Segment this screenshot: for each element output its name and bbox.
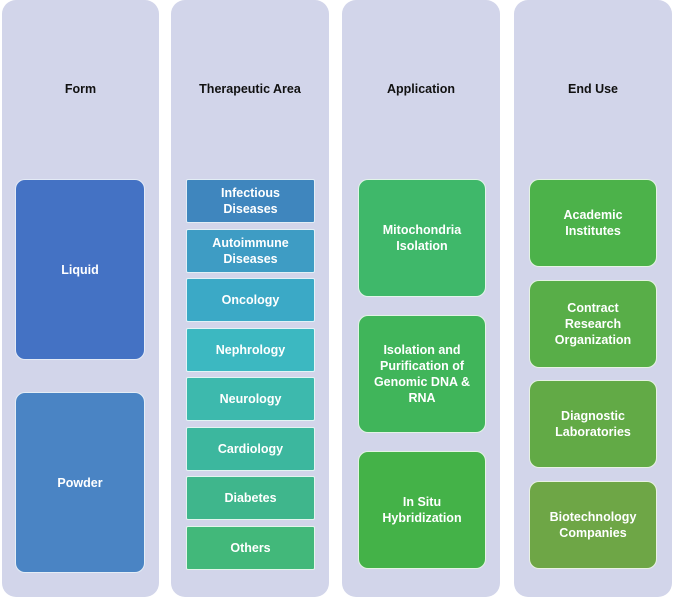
box-autoimmune-diseases: Autoimmune Diseases (186, 229, 315, 273)
column-title: Form (64, 82, 97, 96)
column-application: Application Mitochondria Isolation Isola… (342, 0, 500, 597)
box-biotechnology-companies: Biotechnology Companies (529, 481, 657, 569)
column-title: Application (386, 82, 456, 96)
box-isolation-purification-dna-rna: Isolation and Purification of Genomic DN… (358, 315, 486, 433)
box-cardiology: Cardiology (186, 427, 315, 471)
box-diagnostic-laboratories: Diagnostic Laboratories (529, 380, 657, 468)
box-contract-research-organization: Contract Research Organization (529, 280, 657, 368)
box-liquid: Liquid (15, 179, 145, 360)
column-title: Therapeutic Area (199, 82, 301, 96)
box-in-situ-hybridization: In Situ Hybridization (358, 451, 486, 569)
box-mitochondria-isolation: Mitochondria Isolation (358, 179, 486, 297)
box-oncology: Oncology (186, 278, 315, 322)
box-infectious-diseases: Infectious Diseases (186, 179, 315, 223)
box-nephrology: Nephrology (186, 328, 315, 372)
column-end-use: End Use Academic Institutes Contract Res… (514, 0, 672, 597)
column-form: Form Liquid Powder (2, 0, 159, 597)
box-neurology: Neurology (186, 377, 315, 421)
box-diabetes: Diabetes (186, 476, 315, 520)
column-therapeutic-area: Therapeutic Area Infectious Diseases Aut… (171, 0, 329, 597)
column-title: End Use (567, 82, 618, 96)
box-academic-institutes: Academic Institutes (529, 179, 657, 267)
box-powder: Powder (15, 392, 145, 573)
box-others: Others (186, 526, 315, 570)
